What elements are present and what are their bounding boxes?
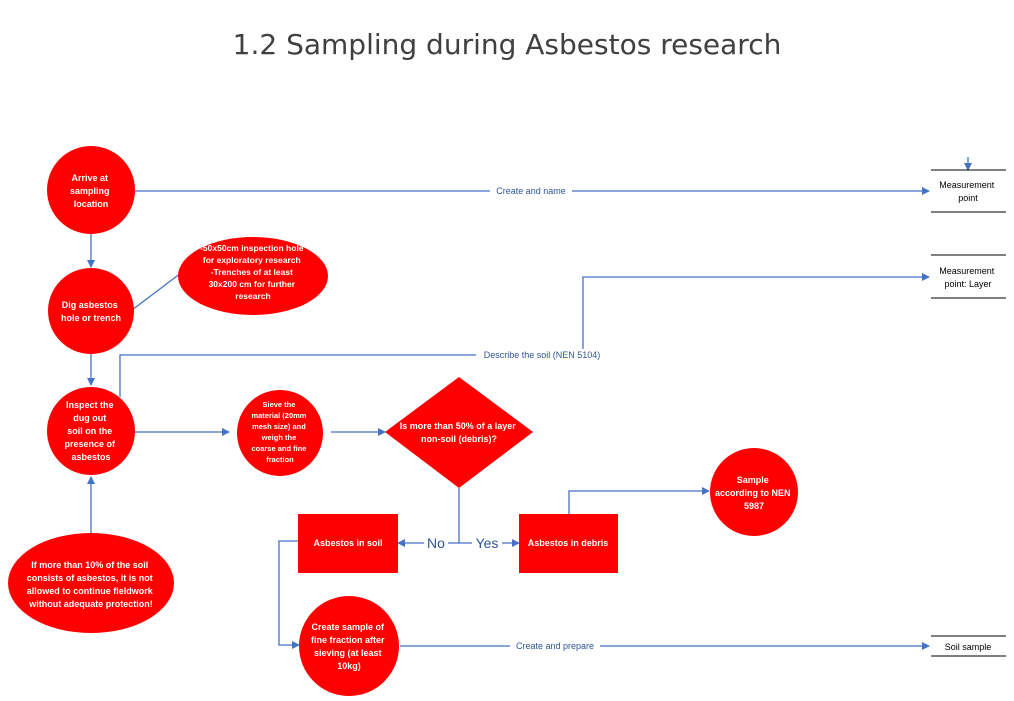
- node-decision-text: Is more than 50% of a layer non-soil (de…: [400, 421, 519, 444]
- node-inspection-note-text: -50x50cm inspection hole for exploratory…: [200, 243, 306, 301]
- node-inspection-note: -50x50cm inspection hole for exploratory…: [178, 237, 328, 315]
- node-sieve: Sieve the material (20mm mesh size) and …: [237, 390, 323, 476]
- node-arrive-text: Arrive at sampling location: [70, 173, 112, 209]
- store-measurement-layer-text: Measurement point: Layer: [939, 266, 997, 289]
- label-create-and-prepare: Create and prepare: [516, 641, 594, 651]
- node-inspect: Inspect the dug out soil on the presence…: [47, 387, 135, 475]
- label-no: No: [427, 535, 445, 551]
- store-soil-sample: Soil sample: [931, 635, 1006, 657]
- store-measurement-point: Measurement point: [931, 169, 1006, 213]
- page-title: 1.2 Sampling during Asbestos research: [232, 28, 782, 61]
- node-asbestos-debris: Asbestos in debris: [519, 514, 618, 573]
- node-warning: If more than 10% of the soil consists of…: [8, 533, 174, 633]
- node-fine-sample: Create sample of fine fraction after sie…: [299, 596, 399, 696]
- node-dig: Dig asbestos hole or trench: [48, 268, 134, 354]
- label-describe-soil: Describe the soil (NEN 5104): [484, 350, 601, 360]
- store-measurement-layer: Measurement point: Layer: [931, 254, 1006, 299]
- node-inspect-text: Inspect the dug out soil on the presence…: [64, 400, 117, 462]
- line-dig-to-note: [131, 269, 186, 311]
- arrow-debris-to-nen5987: [568, 487, 710, 514]
- edge-labels: Create and name Describe the soil (NEN 5…: [424, 185, 608, 652]
- label-yes: Yes: [476, 535, 499, 551]
- node-asbestos-debris-text: Asbestos in debris: [528, 538, 609, 548]
- node-warning-text: If more than 10% of the soil consists of…: [27, 560, 156, 609]
- node-dig-text: Dig asbestos hole or trench: [61, 300, 121, 323]
- node-decision: Is more than 50% of a layer non-soil (de…: [385, 377, 533, 488]
- store-measurement-point-text: Measurement point: [939, 180, 997, 203]
- label-create-and-name: Create and name: [496, 186, 566, 196]
- node-asbestos-soil: Asbestos in soil: [298, 514, 398, 573]
- store-soil-sample-text: Soil sample: [945, 642, 992, 652]
- node-arrive: Arrive at sampling location: [47, 146, 135, 234]
- node-asbestos-soil-text: Asbestos in soil: [313, 538, 382, 548]
- arrow-soil-to-fine-sample: [278, 540, 300, 649]
- node-sieve-text: Sieve the material (20mm mesh size) and …: [251, 400, 308, 464]
- node-nen5987-text: Sample according to NEN 5987: [715, 475, 793, 511]
- node-fine-sample-text: Create sample of fine fraction after sie…: [311, 622, 387, 671]
- node-nen5987: Sample according to NEN 5987: [710, 448, 798, 536]
